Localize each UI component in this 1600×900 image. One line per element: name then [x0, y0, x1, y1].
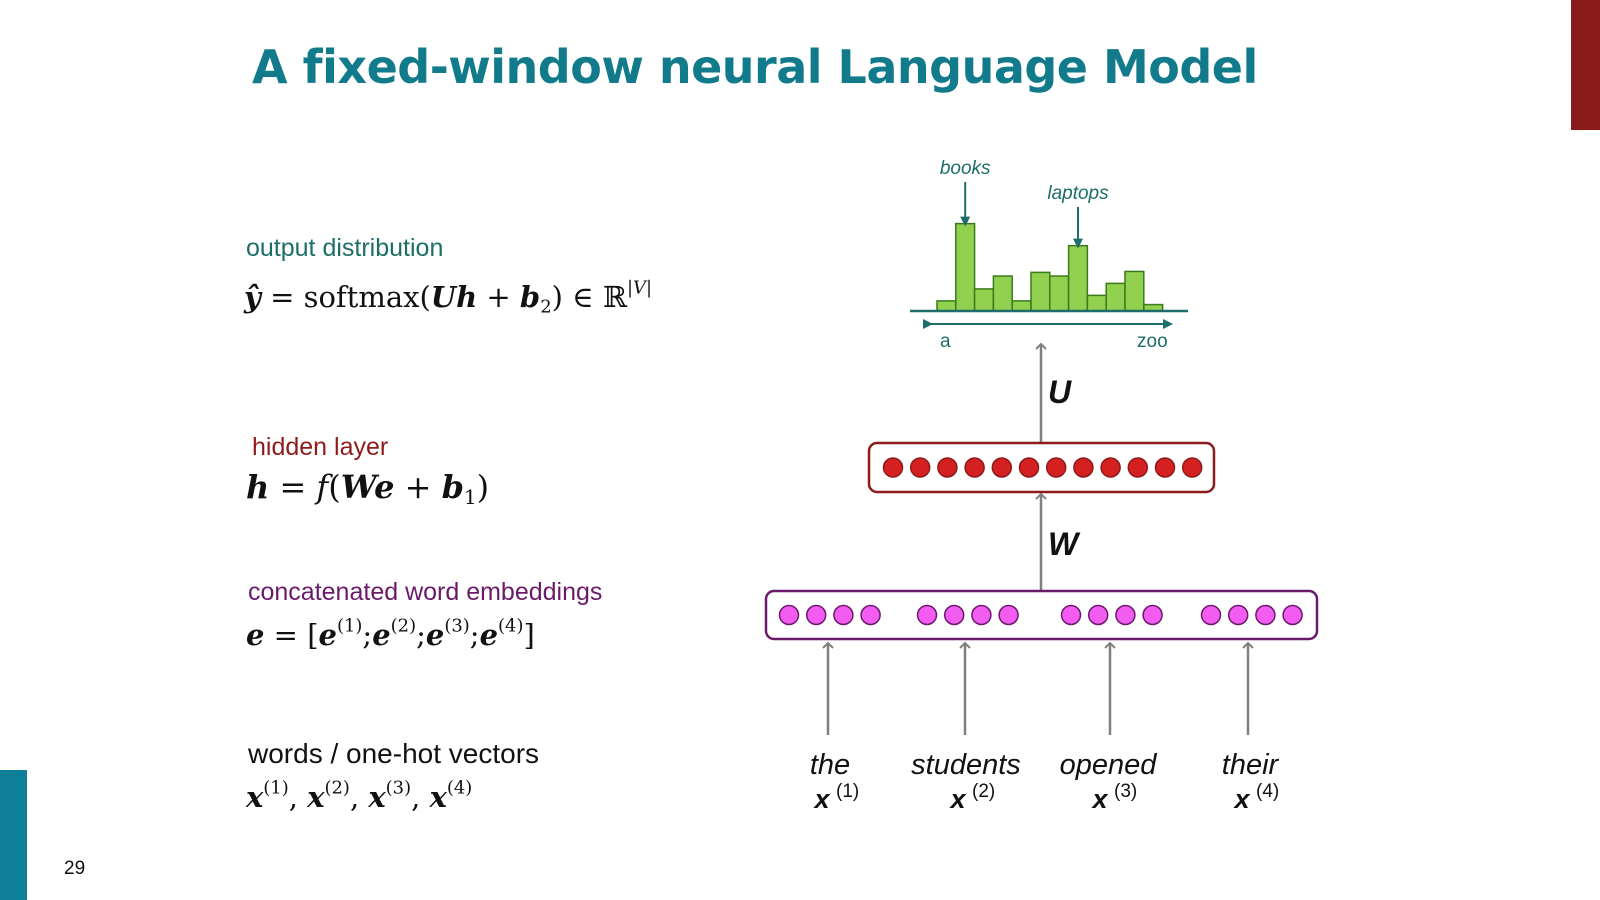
hidden-unit	[882, 457, 904, 478]
accent-bar-right	[1571, 0, 1600, 130]
embedding-unit-word-1	[833, 604, 854, 626]
histogram-bar	[1049, 275, 1070, 312]
embedding-unit-word-4	[1200, 604, 1222, 626]
hidden-layer-box	[867, 441, 1216, 494]
output-histogram	[936, 222, 1164, 312]
weight-w-label: W	[1048, 526, 1081, 562]
hidden-units	[882, 457, 1203, 478]
word-vector-3: x	[1090, 784, 1108, 814]
hidden-unit	[937, 457, 958, 478]
embedding-unit-word-3	[1087, 604, 1109, 626]
word-vector-4: x	[1232, 784, 1250, 814]
label-hidden-layer: hidden layer	[252, 433, 389, 461]
word-vector-1: x	[812, 784, 830, 814]
hidden-unit	[909, 457, 931, 478]
histogram-bar	[1067, 244, 1089, 312]
accent-bar-left	[0, 770, 27, 900]
axis-end-label: zoo	[1137, 331, 1168, 352]
hidden-unit	[1154, 457, 1176, 478]
word-vector-index-4: (4)	[1256, 781, 1279, 802]
weight-u-label: U	[1048, 374, 1072, 410]
hidden-unit	[1127, 457, 1149, 478]
word-vector-index-1: (1)	[836, 781, 859, 802]
histogram-bar	[1124, 270, 1145, 312]
annotation-books: books	[940, 158, 991, 179]
formula-output: ŷ = softmax(Uh + b2) ∈ ℝ|V|	[244, 277, 653, 318]
label-output-distribution: output distribution	[246, 234, 444, 262]
hidden-unit	[991, 457, 1013, 478]
formula-words: x(1), x(2), x(3), x(4)	[246, 777, 473, 814]
histogram-annotations: books laptops	[940, 158, 1109, 249]
label-concatenated-embeddings: concatenated word embeddings	[248, 578, 603, 606]
hidden-unit	[964, 457, 985, 478]
annotation-laptops: laptops	[1047, 183, 1109, 204]
embedding-unit-word-3	[1060, 604, 1082, 626]
hidden-unit	[1073, 457, 1094, 478]
embedding-unit-word-4	[1227, 604, 1249, 626]
histogram-bar	[1105, 282, 1126, 312]
embedding-unit-word-2	[916, 604, 938, 626]
hidden-unit	[1181, 457, 1203, 478]
embedding-unit-word-4	[1282, 604, 1303, 626]
word-vector-2: x	[948, 784, 966, 814]
embedding-unit-word-3	[1115, 604, 1136, 626]
embedding-unit-word-2	[971, 604, 992, 626]
embedding-units	[778, 604, 1303, 626]
embedding-layer-box	[764, 589, 1319, 641]
embedding-unit-word-1	[860, 604, 881, 626]
histogram-bar	[1030, 271, 1051, 312]
hidden-unit	[1045, 457, 1067, 478]
histogram-bar	[1086, 294, 1107, 312]
word-vector-index-2: (2)	[972, 781, 995, 802]
histogram-bar	[992, 275, 1013, 312]
histogram-bar	[1011, 300, 1032, 312]
embedding-unit-word-2	[943, 604, 965, 626]
hidden-unit	[1018, 457, 1040, 478]
word-their: their	[1222, 749, 1280, 781]
formula-embeddings: e = [e(1);e(2);e(3);e(4)]	[246, 615, 535, 652]
embedding-unit-word-1	[805, 604, 827, 626]
hidden-unit	[1100, 457, 1121, 478]
histogram-bar	[973, 288, 995, 312]
page-number: 29	[64, 858, 86, 879]
word-vector-index-3: (3)	[1114, 781, 1137, 802]
embedding-unit-word-4	[1255, 604, 1276, 626]
embedding-unit-word-3	[1142, 604, 1163, 626]
formula-hidden: h = f(We + b1)	[246, 468, 490, 509]
embedding-unit-word-1	[778, 604, 800, 626]
input-arrows	[822, 641, 1254, 735]
axis-start-label: a	[940, 331, 951, 352]
slide-title: A fixed-window neural Language Model	[252, 40, 1258, 94]
label-words-one-hot: words / one-hot vectors	[248, 738, 540, 769]
histogram-bar	[955, 222, 976, 312]
histogram-bar	[936, 300, 957, 312]
word-opened: opened	[1060, 749, 1158, 781]
word-the: the	[810, 749, 850, 781]
word-students: students	[911, 749, 1021, 781]
embedding-unit-word-2	[998, 604, 1019, 626]
